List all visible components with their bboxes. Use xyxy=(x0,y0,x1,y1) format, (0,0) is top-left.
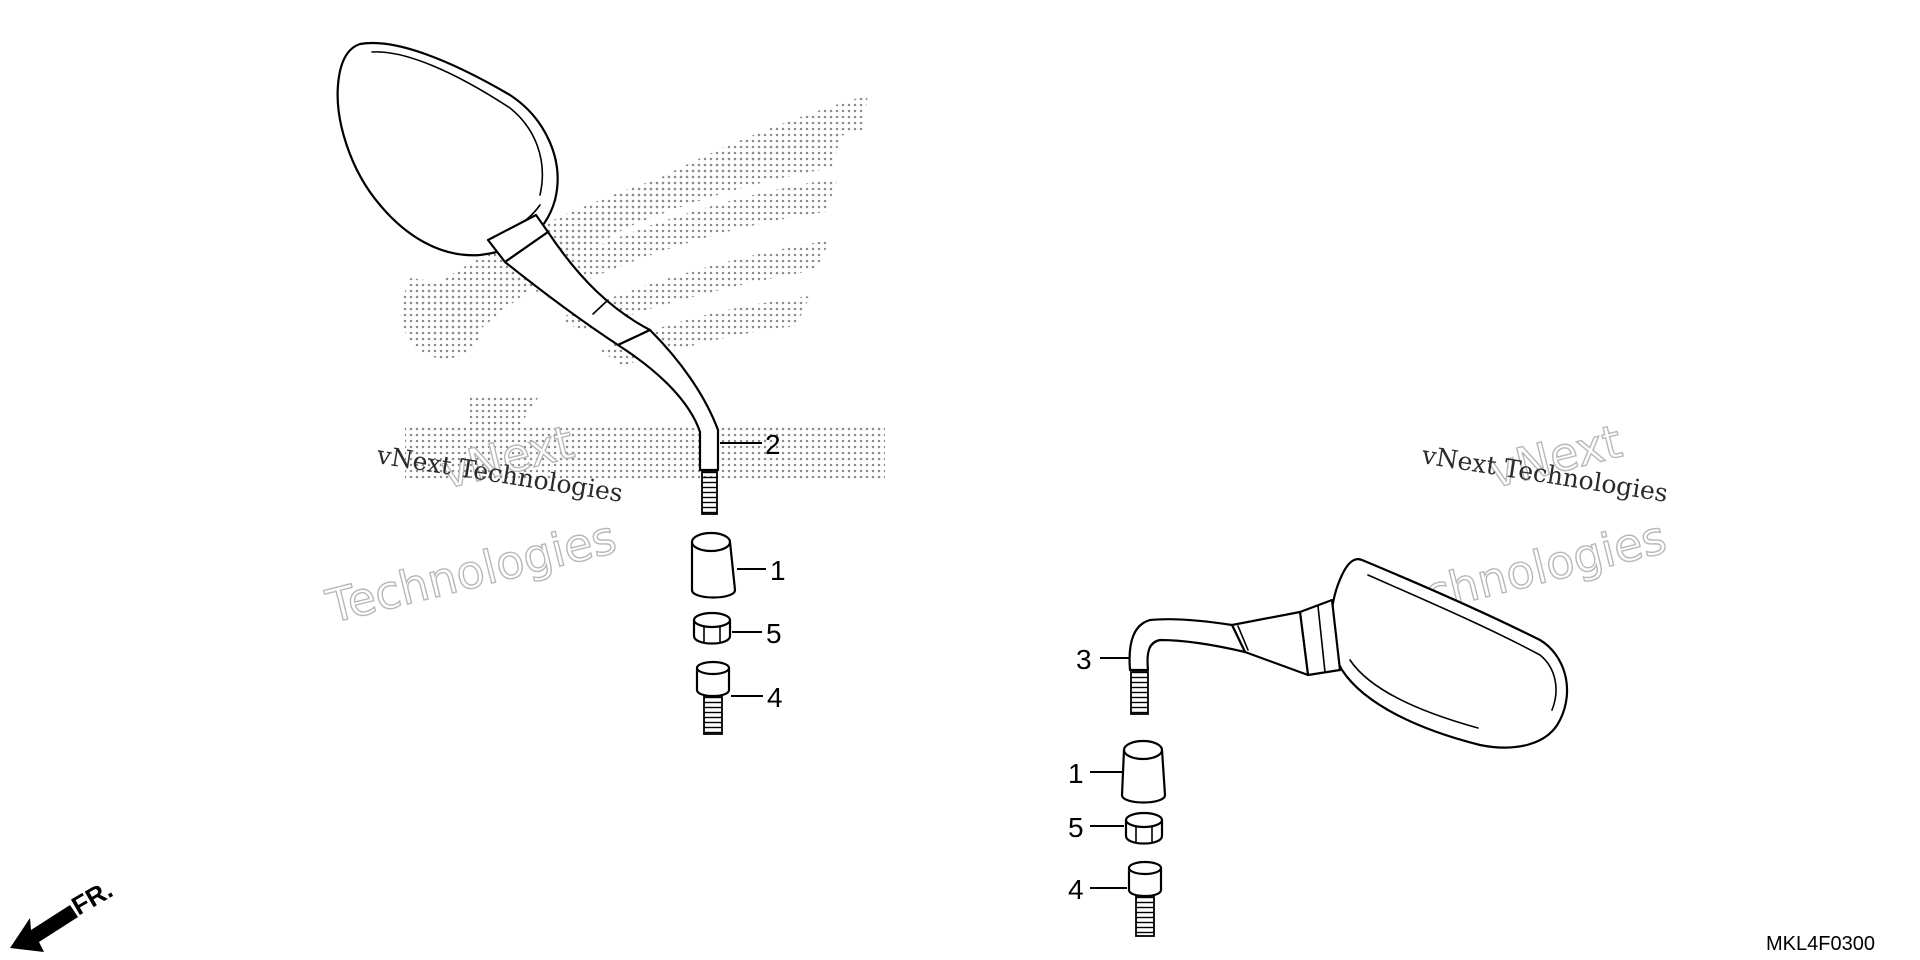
left-nut xyxy=(692,611,732,645)
callout-left-nut: 5 xyxy=(766,618,782,649)
right-mirror xyxy=(1128,558,1569,749)
left-mirror-cover xyxy=(690,531,737,599)
callout-right-adapter: 4 xyxy=(1068,874,1084,905)
right-nut xyxy=(1124,811,1164,845)
right-adapter xyxy=(1127,860,1163,937)
watermark-left-big-bottom: Technologies xyxy=(321,510,622,634)
callout-left-adapter: 4 xyxy=(767,682,783,713)
callout-right-cover: 1 xyxy=(1068,758,1084,789)
diagram-code: MKL4F0300 xyxy=(1766,933,1875,955)
right-mirror-cover xyxy=(1120,739,1167,804)
left-mirror xyxy=(336,42,720,515)
callout-left-mirror: 2 xyxy=(765,429,781,460)
front-direction-arrow-icon: FR. xyxy=(10,874,118,952)
left-adapter xyxy=(695,660,731,735)
callout-right-nut: 5 xyxy=(1068,812,1084,843)
callout-right-mirror: 3 xyxy=(1076,644,1092,675)
callout-left-cover: 1 xyxy=(770,555,786,586)
